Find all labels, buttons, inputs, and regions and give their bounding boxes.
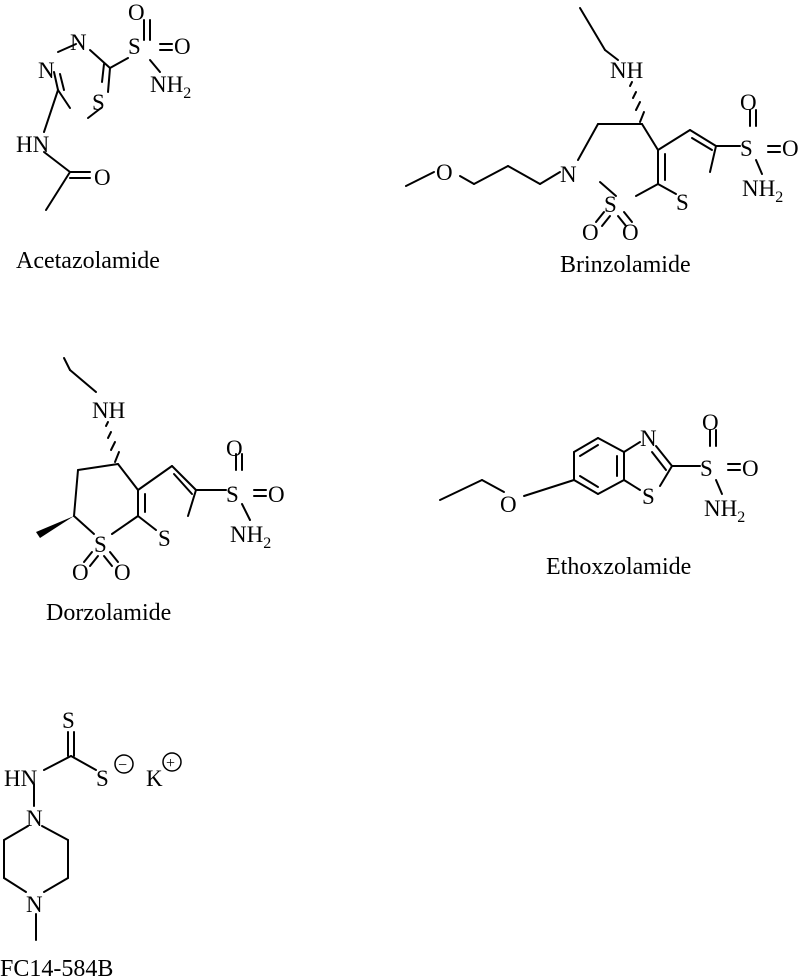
atom-o: O (782, 136, 799, 161)
atom-o: O (114, 560, 131, 585)
atom-nh2: NH2 (704, 496, 745, 526)
atom-o: O (128, 0, 145, 25)
atom-o: O (268, 482, 285, 507)
charge-minus: − (118, 757, 127, 774)
atom-o: O (622, 220, 639, 245)
atom-o: O (72, 560, 89, 585)
atom-s: S (92, 90, 105, 115)
atom-o: O (500, 492, 517, 517)
atom-hn: HN (4, 766, 38, 791)
atom-s: S (642, 484, 655, 509)
atom-n: N (70, 30, 87, 55)
caption-dorzolamide: Dorzolamide (46, 600, 171, 626)
caption-fc14-584b: FC14-584B (0, 956, 113, 979)
atom-o: O (702, 410, 719, 435)
atom-n: N (26, 806, 43, 831)
atom-n: N (26, 892, 43, 917)
atom-s: S (226, 482, 239, 507)
negative-charge-icon (114, 754, 134, 774)
ethoxzolamide-structure (439, 429, 741, 501)
atom-s: S (96, 766, 109, 791)
acetazolamide-structure (43, 19, 173, 211)
fc14-584b-structure (3, 731, 97, 941)
atom-nh: NH (610, 58, 643, 83)
atom-o: O (94, 165, 111, 190)
atom-s: S (700, 456, 713, 481)
wedge-bond (36, 516, 74, 538)
atom-n: N (38, 58, 55, 83)
atom-o: O (742, 456, 759, 481)
atom-s: S (94, 532, 107, 557)
caption-acetazolamide: Acetazolamide (16, 248, 160, 274)
charge-plus: + (166, 755, 175, 772)
atom-n: N (560, 162, 577, 187)
atom-nh2: NH2 (230, 522, 271, 552)
atom-nh2: NH2 (742, 176, 783, 206)
atom-o: O (174, 34, 191, 59)
atom-s: S (62, 708, 75, 733)
dorzolamide-structure (63, 357, 267, 567)
atom-s: S (604, 192, 617, 217)
atom-o: O (226, 436, 243, 461)
atom-s: S (128, 34, 141, 59)
caption-brinzolamide: Brinzolamide (560, 252, 691, 278)
brinzolamide-structure (405, 7, 781, 227)
atom-o: O (582, 220, 599, 245)
atom-hn: HN (16, 132, 50, 157)
atom-nh: NH (92, 398, 125, 423)
atom-n: N (640, 426, 657, 451)
atom-k: K (146, 766, 163, 791)
atom-s: S (740, 136, 753, 161)
positive-charge-icon (162, 752, 182, 772)
atom-nh2: NH2 (150, 72, 191, 102)
atom-s: S (158, 526, 171, 551)
caption-ethoxzolamide: Ethoxzolamide (546, 554, 691, 580)
atom-o: O (740, 90, 757, 115)
atom-s: S (676, 190, 689, 215)
atom-o: O (436, 160, 453, 185)
